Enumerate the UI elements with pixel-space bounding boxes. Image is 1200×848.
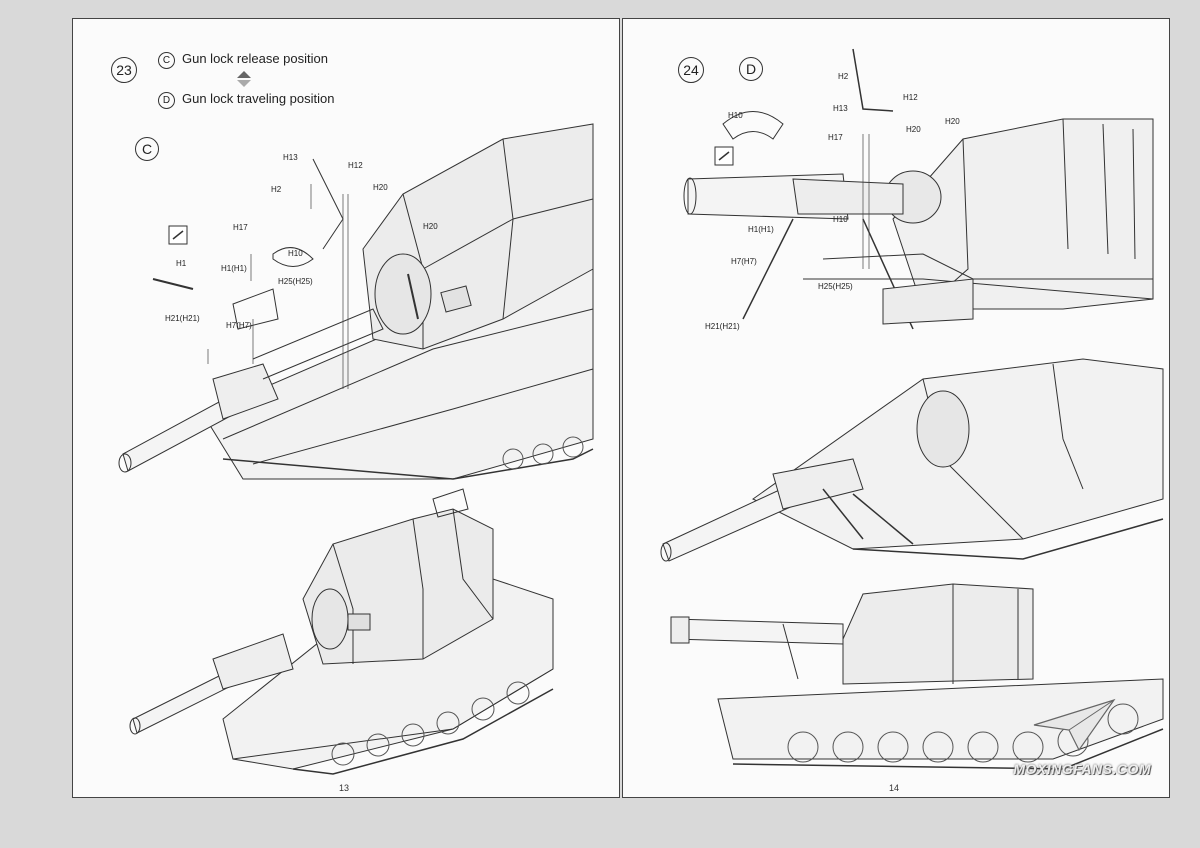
part-label: H20 [945,117,960,126]
part-label: H7(H7) [226,321,252,330]
part-label: H17 [828,133,843,142]
part-label: H17 [233,223,248,232]
tank-side-view [670,583,1164,770]
part-label: H13 [283,153,298,162]
part-label: H10 [833,215,848,224]
part-label: H20 [906,125,921,134]
tank-middle-view [660,358,1164,562]
part-label: H2 [838,72,849,81]
part-label: H13 [833,104,848,113]
part-label: H21(H21) [705,322,740,331]
part-label: H1 [176,259,187,268]
part-label: H10 [728,111,743,120]
tank-detail-view-d [683,48,1154,330]
page-number: 14 [889,783,900,793]
part-label: H20 [423,222,438,231]
tank-detail-view-c [118,123,594,480]
double-arrow-icon [237,71,251,87]
part-label: H12 [348,161,363,170]
part-label: H7(H7) [731,257,757,266]
part-label: H25(H25) [278,277,313,286]
part-label: H1(H1) [748,225,774,234]
note-letter-badge: D [158,92,175,109]
step-number-badge: 23 [111,57,137,83]
part-label: H10 [288,249,303,258]
part-label: H20 [373,183,388,192]
view-letter-badge: D [739,57,763,81]
tank-overall-view [129,488,554,775]
note-gun-lock-release: Gun lock release position [182,51,328,66]
part-label: H25(H25) [818,282,853,291]
part-label: H12 [903,93,918,102]
note-letter-badge: C [158,52,175,69]
part-label: H1(H1) [221,264,247,273]
part-label: H2 [271,185,282,194]
view-letter-badge: C [135,137,159,161]
instruction-page-14: 24 D H2 H12 H13 H10 H20 H20 H17 H10 H1(H… [622,18,1170,798]
tank-assembly-drawing-step-23 [118,123,594,775]
step-number-badge: 24 [678,57,704,83]
tank-assembly-drawing-step-24 [660,48,1164,770]
part-label: H21(H21) [165,314,200,323]
paper-plane-logo-icon [1033,698,1116,752]
instruction-page-13: 23 C Gun lock release position D Gun loc… [72,18,620,798]
page-number: 13 [339,783,350,793]
site-watermark: MOXINGFANS.COM [1013,761,1151,777]
note-gun-lock-traveling: Gun lock traveling position [182,91,335,106]
